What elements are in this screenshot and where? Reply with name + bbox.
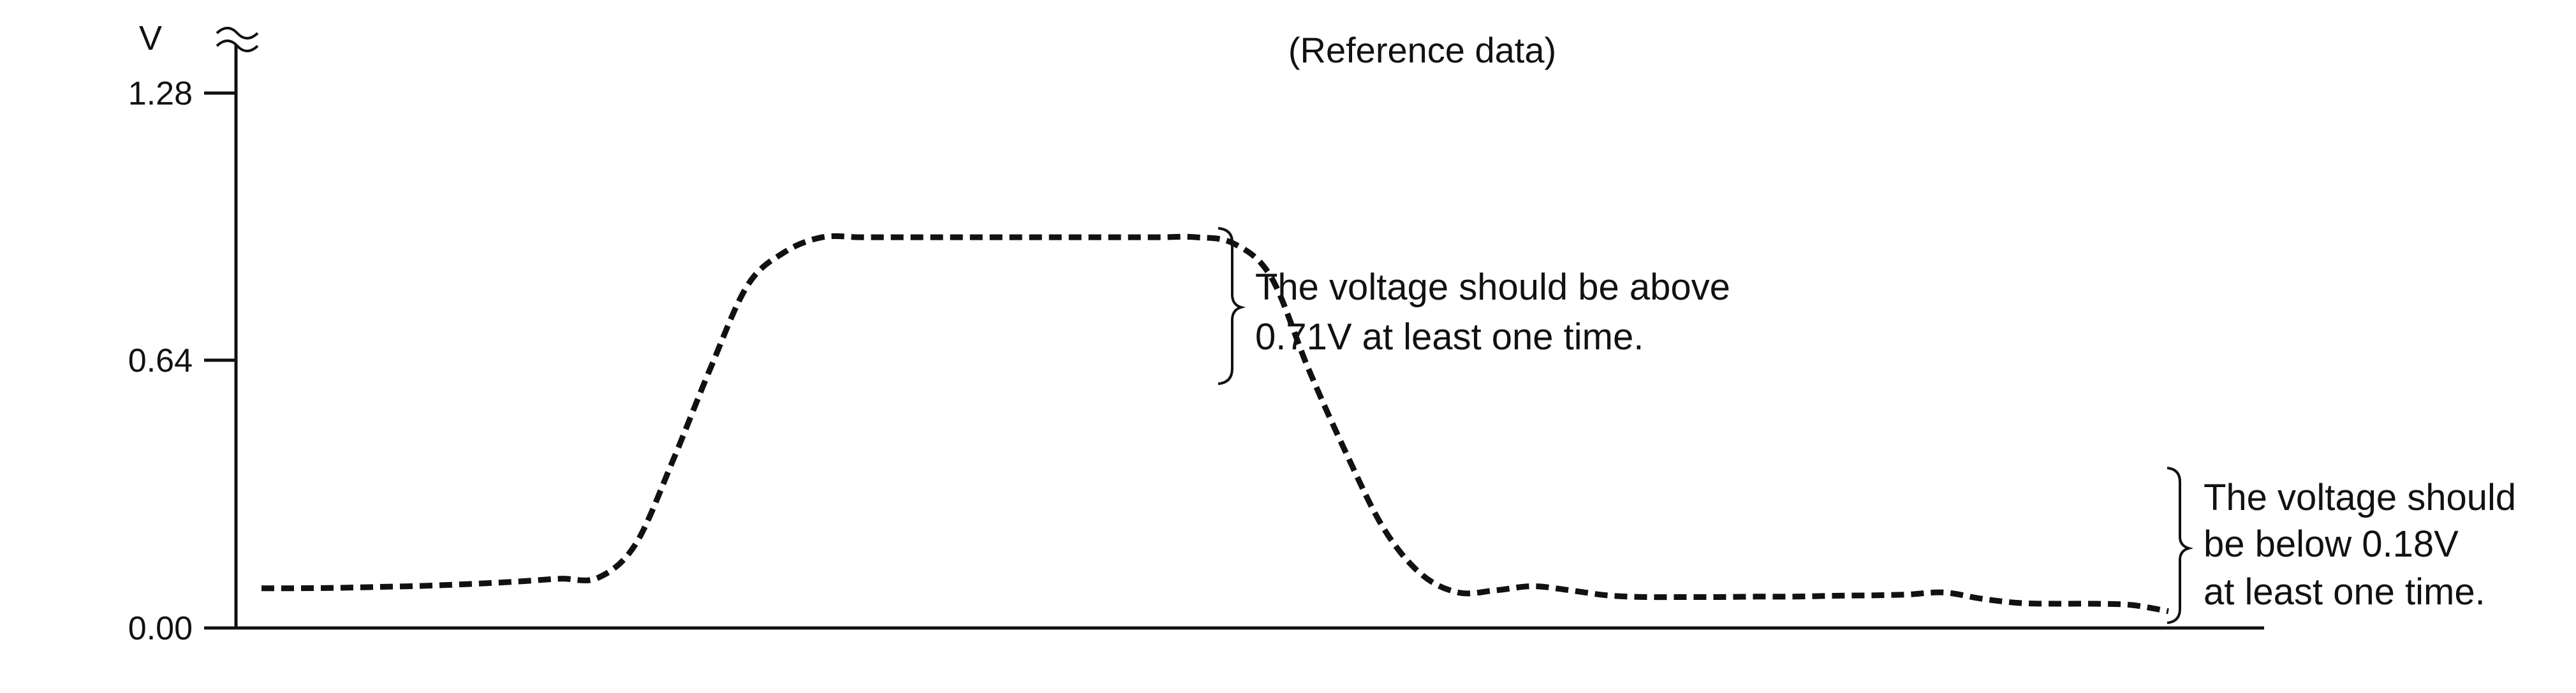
lower-annotation-line-2: be below 0.18V bbox=[2204, 523, 2459, 565]
lower-annotation-line-1: The voltage should bbox=[2204, 477, 2516, 518]
lower-annotation-line-3: at least one time. bbox=[2204, 571, 2485, 613]
upper-annotation: The voltage should be above 0.71V at lea… bbox=[1218, 227, 1730, 385]
y-axis-label: V bbox=[139, 19, 162, 57]
brace-icon bbox=[2167, 467, 2194, 624]
brace-icon bbox=[1218, 227, 1246, 385]
y-tick-0: 0.00 bbox=[128, 610, 236, 647]
upper-annotation-line-2: 0.71V at least one time. bbox=[1255, 316, 1644, 358]
upper-annotation-line-1: The voltage should be above bbox=[1255, 266, 1730, 308]
voltage-series-line bbox=[261, 233, 2169, 615]
y-tick-2: 1.28 bbox=[128, 75, 236, 112]
chart-title: (Reference data) bbox=[1288, 30, 1556, 70]
lower-annotation: The voltage should be below 0.18V at lea… bbox=[2167, 467, 2516, 624]
y-tick-1: 0.64 bbox=[128, 342, 236, 379]
y-tick-label-2: 1.28 bbox=[128, 75, 193, 112]
y-tick-label-0: 0.00 bbox=[128, 610, 193, 647]
y-tick-label-1: 0.64 bbox=[128, 342, 193, 379]
